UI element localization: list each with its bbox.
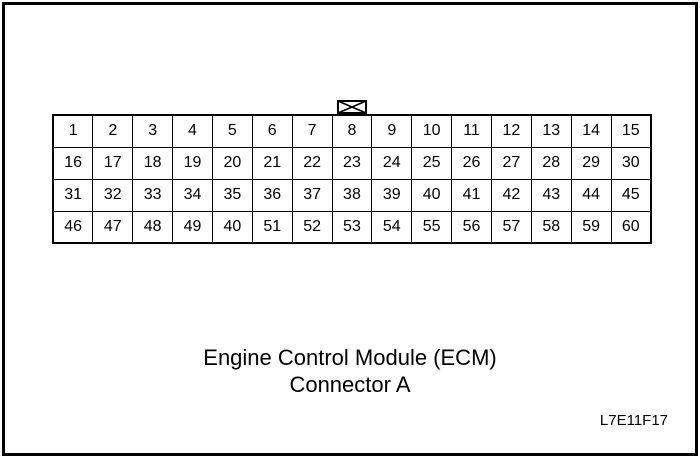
pin-cell: 15	[610, 114, 652, 148]
connector-key-crossed-box-icon	[337, 100, 367, 114]
pin-cell: 32	[92, 178, 134, 212]
pin-cell: 18	[132, 146, 174, 180]
pin-cell: 36	[251, 178, 293, 212]
pin-cell: 54	[371, 210, 413, 244]
pin-cell: 29	[570, 146, 612, 180]
figure-code-label: L7E11F17	[599, 412, 668, 429]
pin-cell: 57	[490, 210, 532, 244]
pin-cell: 51	[251, 210, 293, 244]
pin-cell: 25	[411, 146, 453, 180]
pin-cell: 20	[211, 146, 253, 180]
title-line-1: Engine Control Module (ECM)	[203, 345, 497, 370]
pin-cell: 8	[331, 114, 373, 148]
pin-cell: 46	[52, 210, 94, 244]
title-line-2: Connector A	[289, 372, 411, 397]
pin-cell: 27	[490, 146, 532, 180]
pin-cell: 5	[211, 114, 253, 148]
pin-cell: 43	[530, 178, 572, 212]
pin-cell: 16	[52, 146, 94, 180]
pin-cell: 9	[371, 114, 413, 148]
pin-cell: 44	[570, 178, 612, 212]
pin-cell: 53	[331, 210, 373, 244]
pin-cell: 2	[92, 114, 134, 148]
pin-cell: 42	[490, 178, 532, 212]
pin-cell: 38	[331, 178, 373, 212]
pin-cell: 26	[451, 146, 492, 180]
pin-cell: 48	[132, 210, 174, 244]
pin-cell: 31	[52, 178, 94, 212]
pin-cell: 13	[530, 114, 572, 148]
pin-cell: 52	[291, 210, 333, 244]
pin-cell: 55	[411, 210, 453, 244]
pin-cell: 3	[132, 114, 174, 148]
pin-cell: 59	[570, 210, 612, 244]
pin-cell: 22	[291, 146, 333, 180]
pin-cell: 10	[411, 114, 453, 148]
pin-cell: 28	[530, 146, 572, 180]
pin-cell: 45	[610, 178, 652, 212]
pin-cell: 49	[172, 210, 213, 244]
diagram-title: Engine Control Module (ECM) Connector A	[0, 344, 700, 398]
pin-cell: 23	[331, 146, 373, 180]
pin-cell: 30	[610, 146, 652, 180]
pin-cell: 7	[291, 114, 333, 148]
pin-cell: 39	[371, 178, 413, 212]
pin-cell: 17	[92, 146, 134, 180]
pin-cell: 40	[211, 210, 253, 244]
pin-cell: 37	[291, 178, 333, 212]
pin-cell: 41	[451, 178, 492, 212]
pin-cell: 60	[610, 210, 652, 244]
pin-cell: 1	[52, 114, 94, 148]
pin-cell: 14	[570, 114, 612, 148]
pin-cell: 34	[172, 178, 213, 212]
pin-cell: 40	[411, 178, 453, 212]
pin-cell: 58	[530, 210, 572, 244]
pin-cell: 19	[172, 146, 213, 180]
pin-cell: 24	[371, 146, 413, 180]
pin-cell: 4	[172, 114, 213, 148]
pin-cell: 6	[251, 114, 293, 148]
pin-cell: 11	[451, 114, 492, 148]
pin-cell: 12	[490, 114, 532, 148]
pin-cell: 21	[251, 146, 293, 180]
pin-cell: 56	[451, 210, 492, 244]
pin-cell: 47	[92, 210, 134, 244]
pin-cell: 33	[132, 178, 174, 212]
pin-cell: 35	[211, 178, 253, 212]
